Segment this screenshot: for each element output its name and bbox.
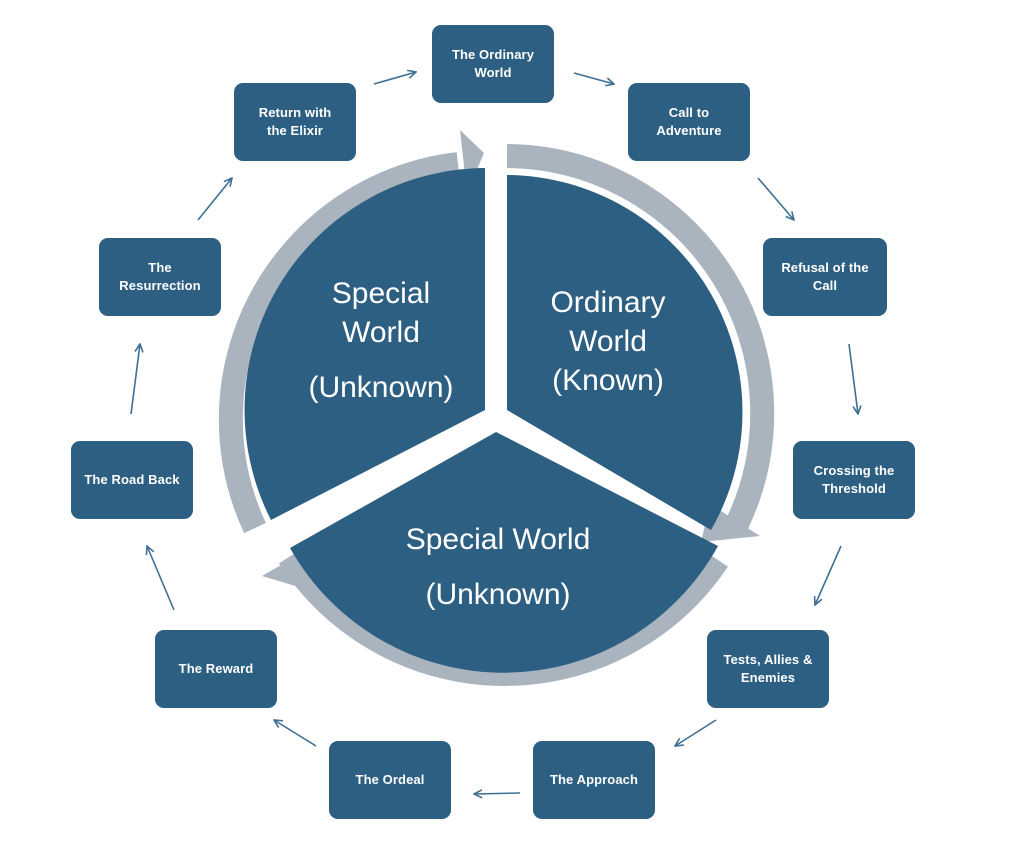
arrow-refusal-to-crossing bbox=[848, 343, 858, 414]
arrow-ordeal-to-reward bbox=[274, 720, 317, 747]
stage-label: The Ordinary World bbox=[451, 47, 535, 80]
sector-special-left-title: Special World bbox=[331, 277, 431, 349]
arrow-roadback-to-resurrection bbox=[130, 344, 140, 415]
stage-arrows bbox=[130, 72, 858, 794]
cycle-ring bbox=[218, 130, 775, 686]
stage-the-road-back: The Road Back bbox=[71, 441, 193, 519]
arrow-call-to-refusal bbox=[757, 177, 794, 220]
stage-label: Call to Adventure bbox=[656, 105, 722, 138]
stage-label: The Approach bbox=[549, 772, 639, 787]
sector-ordinary-subtitle: (Known) bbox=[552, 364, 664, 397]
ring-arc-right bbox=[506, 144, 775, 530]
sector-special-left-subtitle: (Unknown) bbox=[308, 371, 454, 404]
stage-ordinary-world: The Ordinary World bbox=[432, 25, 554, 103]
stage-label: The Resurrection bbox=[119, 260, 201, 293]
stage-refusal-of-the-call: Refusal of the Call bbox=[763, 238, 887, 316]
ring-arc-bottom bbox=[278, 550, 728, 686]
arrow-ordinary-to-call bbox=[573, 72, 614, 84]
sector-label-ordinary: Ordinary World (Known) bbox=[528, 283, 688, 400]
stage-the-approach: The Approach bbox=[533, 741, 655, 819]
stage-label: Tests, Allies & Enemies bbox=[723, 652, 813, 685]
arrow-elixir-to-ordinary bbox=[373, 72, 416, 85]
stage-the-ordeal: The Ordeal bbox=[329, 741, 451, 819]
stage-label: The Road Back bbox=[84, 472, 180, 487]
stage-label: Return with the Elixir bbox=[258, 105, 332, 138]
stage-return-with-the-elixir: Return with the Elixir bbox=[234, 83, 356, 161]
sector-special-bottom-title: Special World bbox=[405, 523, 591, 556]
arrow-resurrection-to-elixir bbox=[197, 178, 232, 221]
stage-call-to-adventure: Call to Adventure bbox=[628, 83, 750, 161]
stage-label: Crossing the Threshold bbox=[813, 463, 895, 496]
sector-special-world-left bbox=[244, 168, 485, 520]
sector-ordinary-world bbox=[507, 175, 743, 530]
sector-ordinary-title: Ordinary World bbox=[550, 286, 666, 358]
sector-label-special-bottom: Special World (Unknown) bbox=[378, 520, 618, 614]
stage-the-reward: The Reward bbox=[155, 630, 277, 708]
arrow-reward-to-roadback bbox=[147, 546, 175, 611]
world-sectors bbox=[244, 168, 743, 673]
stage-label: Refusal of the Call bbox=[781, 260, 869, 293]
arrow-tests-to-approach bbox=[675, 719, 717, 746]
stage-the-resurrection: The Resurrection bbox=[99, 238, 221, 316]
arrow-approach-to-ordeal bbox=[474, 793, 521, 794]
stage-tests-allies-enemies: Tests, Allies & Enemies bbox=[707, 630, 829, 708]
ring-arc-left bbox=[218, 152, 460, 534]
sector-special-bottom-subtitle: (Unknown) bbox=[425, 578, 571, 611]
sector-special-world-bottom bbox=[290, 432, 718, 673]
stage-crossing-the-threshold: Crossing the Threshold bbox=[793, 441, 915, 519]
stage-label: The Ordeal bbox=[355, 772, 425, 787]
stage-label: The Reward bbox=[178, 661, 254, 676]
arrow-crossing-to-tests bbox=[815, 545, 842, 605]
sector-label-special-left: Special World (Unknown) bbox=[292, 274, 470, 407]
